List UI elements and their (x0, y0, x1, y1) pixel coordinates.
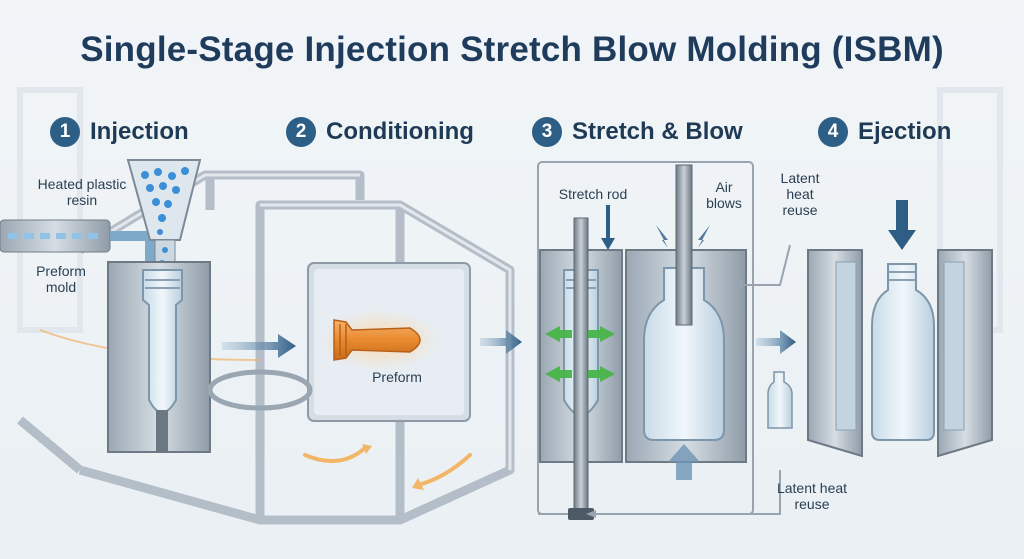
heated-resin-label: Heated plastic resin (37, 176, 127, 208)
step-label: Conditioning (326, 118, 474, 145)
stretch-mold-left (539, 217, 623, 520)
step-number: 2 (286, 117, 316, 147)
step-number: 1 (50, 117, 80, 147)
rotation-arrows (303, 446, 472, 487)
latent-heat-label-top: Latent heat reuse (780, 170, 820, 218)
arrow-3-to-4 (756, 330, 796, 354)
preform-mold-label: Preform mold (36, 263, 86, 295)
page-title: Single-Stage Injection Stretch Blow Mold… (80, 30, 944, 69)
air-arrow-up (668, 444, 700, 480)
step-label: Stretch & Blow (572, 118, 743, 145)
ejection-mold (807, 249, 993, 458)
step-conditioning: 2 Conditioning (286, 117, 474, 147)
step-label: Injection (90, 118, 189, 145)
blow-mold-right (625, 164, 747, 463)
step-stretch-blow: 3 Stretch & Blow (532, 117, 743, 147)
arrow-2-to-3 (480, 330, 522, 354)
latent-heat-label-bottom: Latent heat reuse (776, 480, 848, 512)
step-injection: 1 Injection (50, 117, 189, 147)
stretch-arrows (545, 326, 615, 382)
step-ejection: 4 Ejection (818, 117, 951, 147)
step-number: 3 (532, 117, 562, 147)
step-label: Ejection (858, 118, 952, 145)
arrow-1-to-2 (222, 334, 296, 358)
preform-label: Preform (372, 369, 422, 385)
air-blows-label: Air blows (706, 179, 742, 211)
small-bottle (767, 371, 793, 429)
preform-mold (107, 261, 211, 453)
step-number: 4 (818, 117, 848, 147)
stretch-rod-label: Stretch rod (558, 186, 628, 202)
conditioning-chamber (307, 262, 471, 422)
eject-arrow-down (888, 200, 916, 250)
